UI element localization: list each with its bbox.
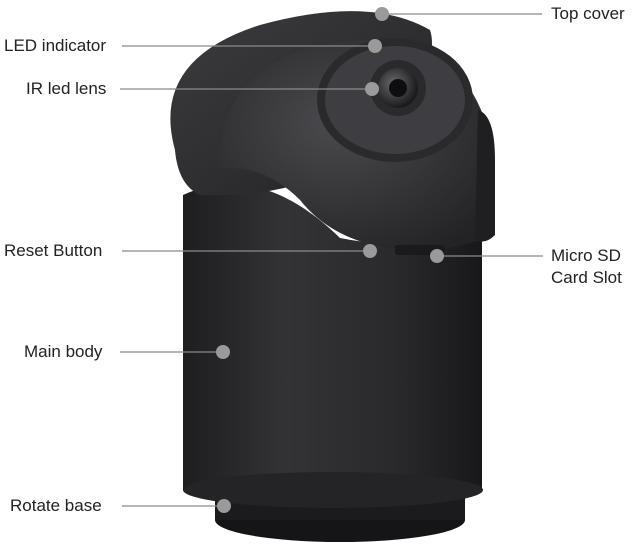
callout-dot-reset [363,244,377,258]
callout-dot-ir-lens [365,82,379,96]
callout-dots [216,7,444,513]
label-reset-button: Reset Button [4,241,103,260]
callout-dot-led [368,39,382,53]
label-ir-led-lens: IR led lens [26,79,107,98]
camera-head-shape [210,38,495,250]
label-rotate-base: Rotate base [10,496,102,515]
callout-dot-rotate-base [217,499,231,513]
callout-dot-top-cover [375,7,389,21]
label-led-indicator: LED indicator [4,36,107,55]
callout-dot-sd [430,249,444,263]
label-top-cover: Top cover [551,4,625,23]
label-micro-sd-card-slot: Micro SD Card Slot [551,246,622,287]
callout-lines [120,13,543,507]
callout-dot-main-body [216,345,230,359]
label-main-body: Main body [24,342,103,361]
main-body-shape [183,184,483,508]
